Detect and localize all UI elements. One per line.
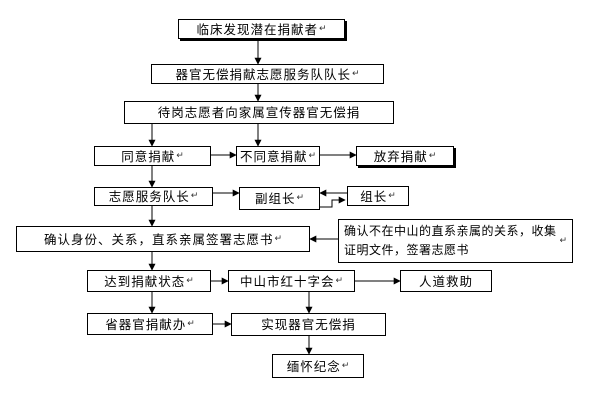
return-mark: ↵ bbox=[190, 191, 199, 201]
node-confirm-identity: 确认身份、关系，直系亲属签署志愿书↵ bbox=[16, 226, 310, 252]
return-mark: ↵ bbox=[351, 68, 360, 79]
node-disagree-donate: 不同意捐献↵ bbox=[236, 146, 320, 166]
node-label: 同意捐献 bbox=[121, 148, 176, 164]
node-family-promotion: 待岗志愿者向家属宣传器官无偿捐 bbox=[124, 101, 394, 124]
node-label: 实现器官无偿捐 bbox=[261, 317, 356, 332]
node-label: 缅怀纪念 bbox=[286, 358, 341, 374]
return-mark: ↵ bbox=[186, 275, 194, 286]
return-mark: ↵ bbox=[341, 360, 350, 371]
node-label: 临床发现潜在捐献者 bbox=[196, 21, 318, 37]
return-mark: ↵ bbox=[335, 275, 344, 286]
node-memorial: 缅怀纪念↵ bbox=[272, 354, 364, 378]
return-mark: ↵ bbox=[559, 235, 567, 246]
node-confirm-relatives: 确认不在中山的直系亲属的关系，收集证明文件，签署志愿书↵ bbox=[338, 219, 573, 263]
return-mark: ↵ bbox=[274, 233, 283, 244]
return-mark: ↵ bbox=[388, 190, 396, 201]
node-label: 放弃捐献 bbox=[373, 148, 428, 164]
node-provincial-office: 省器官捐献办↵ bbox=[87, 313, 213, 335]
node-label: 组长 bbox=[360, 188, 388, 204]
return-mark: ↵ bbox=[428, 150, 437, 161]
node-achieve-donation: 实现器官无偿捐 bbox=[231, 313, 386, 336]
edge-n8-n9 bbox=[320, 196, 346, 208]
node-team-captain: 志愿服务队长↵ bbox=[94, 187, 213, 206]
node-label: 志愿服务队长 bbox=[108, 189, 190, 204]
node-donation-state: 达到捐献状态↵ bbox=[87, 270, 211, 292]
node-volunteer-team-captain: 器官无偿捐献志愿服务队队长↵ bbox=[151, 64, 384, 84]
node-label: 不同意捐献 bbox=[239, 148, 308, 164]
return-mark: ↵ bbox=[176, 150, 184, 161]
node-label: 确认不在中山的直系亲属的关系，收集证明文件，签署志愿书 bbox=[344, 224, 557, 257]
node-agree-donate: 同意捐献↵ bbox=[94, 146, 211, 166]
node-label: 省器官捐献办 bbox=[105, 316, 187, 332]
node-label: 中山市红十字会 bbox=[239, 273, 335, 289]
node-red-cross: 中山市红十字会↵ bbox=[228, 270, 355, 292]
return-mark: ↵ bbox=[296, 193, 305, 203]
node-humanitarian-aid: 人道救助 bbox=[400, 270, 492, 292]
node-label: 达到捐献状态 bbox=[104, 273, 186, 289]
node-abandon-donate: 放弃捐献↵ bbox=[356, 146, 454, 166]
node-deputy-leader: 副组长↵ bbox=[239, 187, 320, 210]
return-mark: ↵ bbox=[187, 318, 195, 329]
node-label: 副组长 bbox=[254, 191, 296, 206]
node-group-leader: 组长↵ bbox=[347, 186, 409, 206]
node-label: 确认身份、关系，直系亲属签署志愿书 bbox=[43, 231, 274, 247]
return-mark: ↵ bbox=[318, 23, 327, 34]
node-potential-donor: 临床发现潜在捐献者↵ bbox=[178, 19, 345, 39]
return-mark: ↵ bbox=[308, 150, 317, 161]
node-label: 人道救助 bbox=[418, 273, 473, 289]
node-label: 器官无偿捐献志愿服务队队长 bbox=[175, 66, 351, 82]
node-label: 待岗志愿者向家属宣传器官无偿捐 bbox=[157, 105, 361, 120]
